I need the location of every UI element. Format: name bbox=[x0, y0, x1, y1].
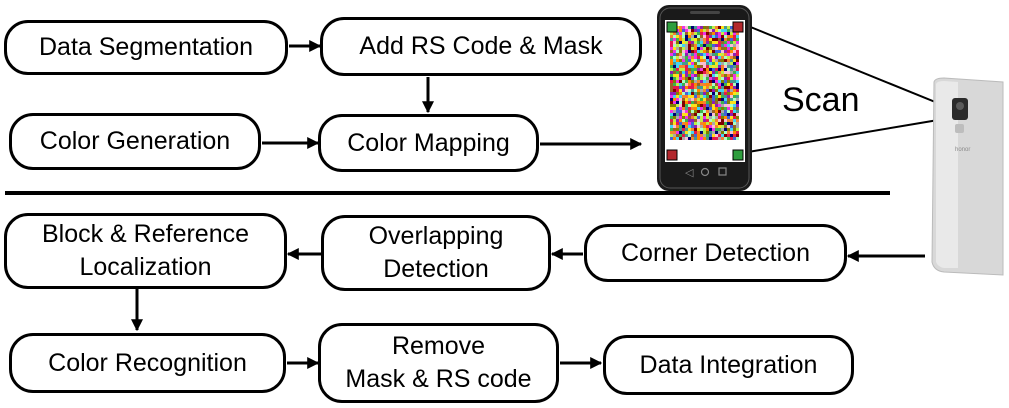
receiving-phone-icon: honor bbox=[931, 77, 1004, 276]
color-mapping-label: Color Mapping bbox=[347, 128, 510, 157]
scan-label: Scan bbox=[782, 81, 860, 119]
data-segmentation-label: Data Segmentation bbox=[38, 33, 254, 61]
overlapping-detection-label: Overlapping Detection bbox=[368, 222, 504, 283]
smartphone-with-color-code-icon: ◁ bbox=[657, 5, 752, 191]
add-rs-code-mask-label: Add RS Code & Mask bbox=[359, 32, 603, 60]
color-recognition-label: Color Recognition bbox=[48, 348, 247, 377]
add-rs-code-mask-box: Add RS Code & Mask bbox=[320, 17, 642, 76]
block-reference-localization-label: Block & Reference Localization bbox=[41, 220, 250, 281]
color-generation-label: Color Generation bbox=[39, 127, 231, 155]
remove-mask-rs-code-box: Remove Mask & RS code bbox=[318, 323, 559, 403]
overlapping-detection-box: Overlapping Detection bbox=[321, 215, 551, 291]
data-integration-label: Data Integration bbox=[639, 350, 818, 379]
color-recognition-box: Color Recognition bbox=[9, 333, 286, 393]
data-segmentation-box: Data Segmentation bbox=[4, 20, 288, 75]
scan-ray-top bbox=[747, 25, 951, 109]
remove-mask-rs-code-label: Remove Mask & RS code bbox=[345, 332, 532, 393]
corner-detection-label: Corner Detection bbox=[621, 238, 810, 267]
color-mapping-box: Color Mapping bbox=[318, 114, 539, 172]
phone-brand-text: honor bbox=[955, 147, 970, 153]
color-code-grid bbox=[670, 26, 739, 140]
corner-detection-box: Corner Detection bbox=[584, 224, 847, 282]
svg-text:◁: ◁ bbox=[685, 166, 694, 179]
scan-ray-bottom bbox=[747, 117, 951, 153]
color-generation-box: Color Generation bbox=[9, 113, 261, 170]
data-integration-box: Data Integration bbox=[603, 335, 854, 395]
block-reference-localization-box: Block & Reference Localization bbox=[4, 213, 287, 289]
